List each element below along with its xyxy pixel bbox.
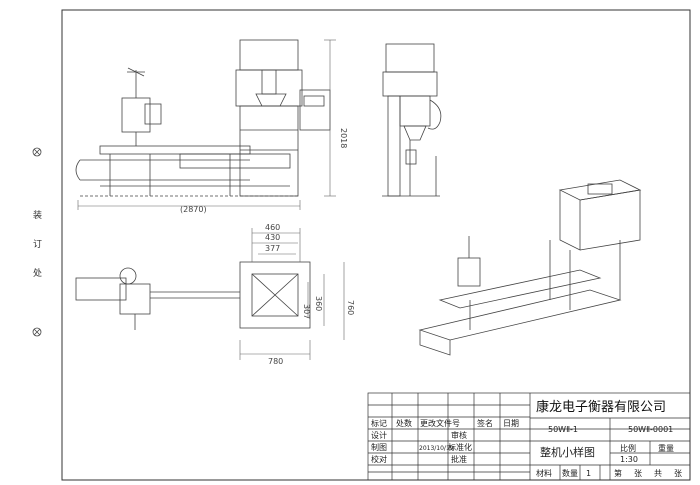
company-name: 康龙电子衡器有限公司 bbox=[536, 399, 666, 415]
dim-front-width: (2870) bbox=[180, 205, 207, 214]
row-draw: 制图 bbox=[371, 442, 387, 452]
binding-margin: 装 订 处 bbox=[32, 147, 42, 337]
row-approve: 批准 bbox=[451, 454, 467, 464]
plan-dimension-lines bbox=[239, 228, 345, 360]
quantity-value: 1 bbox=[586, 469, 591, 478]
row-design: 设计 bbox=[371, 430, 387, 440]
rev-header-mark: 标记 bbox=[371, 418, 387, 428]
scale-value: 1:30 bbox=[620, 455, 638, 464]
side-view bbox=[382, 43, 442, 197]
total-unit: 张 bbox=[674, 469, 682, 478]
material-label: 材料 bbox=[536, 468, 552, 478]
rev-header-sign: 签名 bbox=[477, 418, 493, 428]
rev-header-count: 处数 bbox=[396, 418, 412, 428]
dim-360: 360 bbox=[314, 296, 323, 311]
front-view bbox=[75, 39, 331, 197]
dim-height: 2018 bbox=[339, 128, 348, 148]
side-label-place: 处 bbox=[33, 267, 42, 279]
front-dimension-lines bbox=[77, 39, 336, 210]
date-small: 2013/10/19 bbox=[419, 445, 454, 452]
row-check: 校对 bbox=[371, 454, 387, 464]
punch-hole-top-icon bbox=[32, 147, 42, 157]
title-block bbox=[367, 392, 691, 481]
weight-label: 重量 bbox=[658, 443, 674, 453]
rev-header-doc: 更改文件号 bbox=[420, 418, 460, 428]
sheet-unit: 张 bbox=[634, 469, 642, 478]
model-code: 50WⅡ-1 bbox=[548, 425, 578, 434]
drawing-number: 50WⅡ-0001 bbox=[628, 425, 673, 434]
drawing-title: 整机小样图 bbox=[540, 445, 595, 459]
total-label: 共 bbox=[654, 469, 662, 478]
dim-460: 460 bbox=[265, 223, 280, 232]
punch-hole-bottom-icon bbox=[32, 327, 42, 337]
rev-header-date: 日期 bbox=[503, 419, 519, 428]
sheet-label: 第 bbox=[614, 468, 622, 478]
scale-label: 比例 bbox=[620, 443, 636, 453]
side-label-bind: 装 bbox=[33, 209, 42, 221]
side-label-order: 订 bbox=[33, 239, 42, 250]
row-review: 审核 bbox=[451, 430, 467, 440]
dim-760: 760 bbox=[346, 300, 355, 315]
quantity-label: 数量 bbox=[562, 468, 578, 478]
dim-307: 307 bbox=[302, 304, 311, 319]
plan-view bbox=[75, 261, 311, 330]
row-standard: 标准化 bbox=[448, 442, 472, 452]
dim-430: 430 bbox=[265, 233, 280, 242]
isometric-view bbox=[418, 179, 642, 356]
dim-377: 377 bbox=[265, 244, 280, 253]
dim-780: 780 bbox=[268, 357, 283, 366]
